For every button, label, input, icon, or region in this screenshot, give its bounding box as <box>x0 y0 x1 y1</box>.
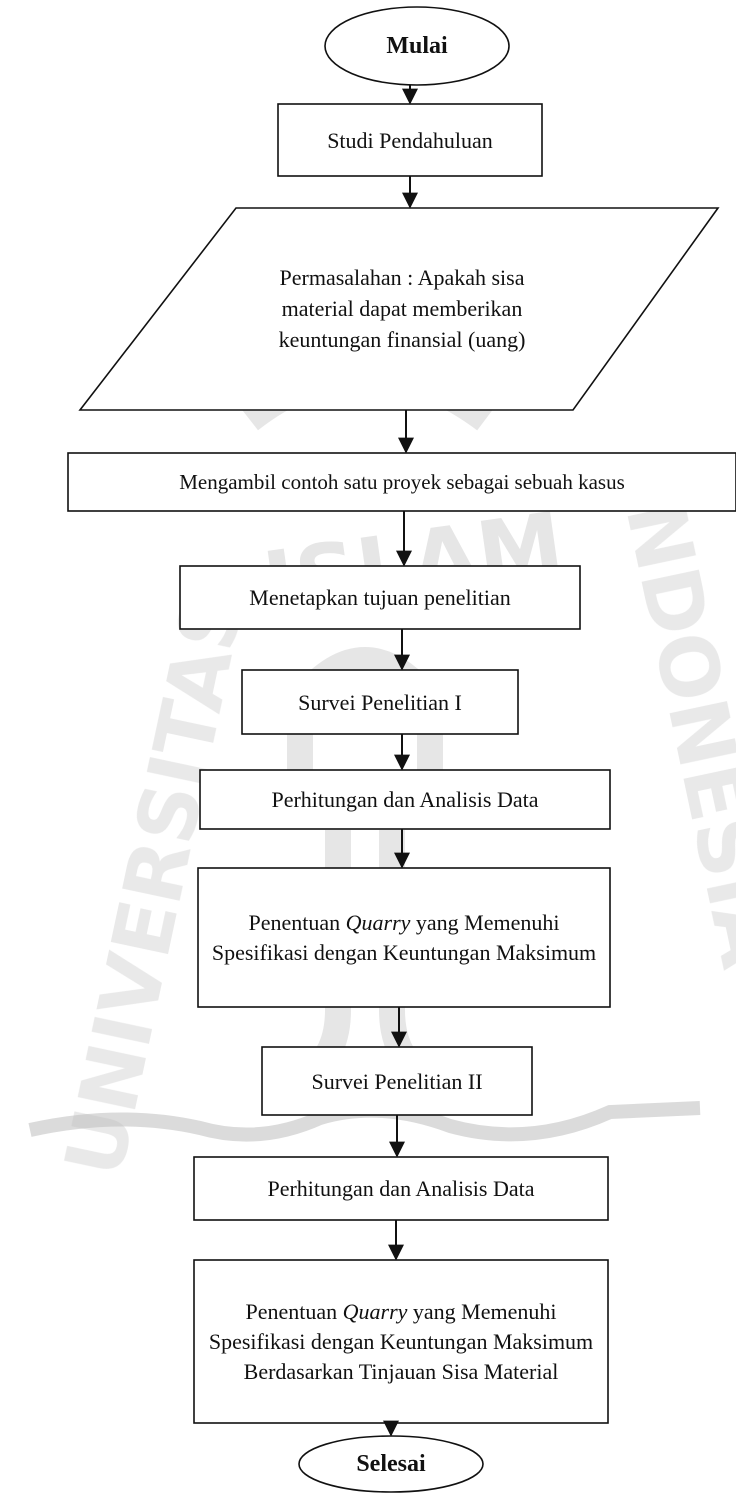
contoh-label: Mengambil contoh satu proyek sebagai seb… <box>179 469 625 494</box>
start-label: Mulai <box>386 32 448 59</box>
quarry1-emphasis: Quarry <box>345 909 411 935</box>
contoh-box <box>67 452 736 512</box>
start-terminator-shape <box>324 6 510 86</box>
permasalahan-parallelogram <box>78 207 720 411</box>
studi-label: Studi Pendahuluan <box>327 127 493 153</box>
tujuan-label: Menetapkan tujuan penelitian <box>249 585 511 610</box>
analisis1-label: Perhitungan dan Analisis Data <box>271 787 539 812</box>
studi-box <box>277 103 543 177</box>
permasalahan-label: Permasalahan : Apakah sisa material dapa… <box>278 264 526 352</box>
survei2-label: Survei Penelitian II <box>311 1068 483 1094</box>
survei1-label: Survei Penelitian I <box>298 689 462 715</box>
quarry1-prefix: Penentuan <box>248 909 346 935</box>
analisis1-box <box>199 769 611 830</box>
survei2-box <box>261 1046 533 1116</box>
quarry2-box <box>193 1259 609 1424</box>
quarry1-suffix: yang Memenuhi Spesifikasi dengan Keuntun… <box>211 909 597 965</box>
end-label: Selesai <box>356 1450 426 1477</box>
quarry1-label: Penentuan Quarry yang Memenuhi Spesifika… <box>204 868 604 1007</box>
quarry2-emphasis: Quarry <box>342 1298 408 1324</box>
analisis2-label: Perhitungan dan Analisis Data <box>267 1176 535 1201</box>
survei1-box <box>241 669 519 735</box>
quarry2-suffix: yang Memenuhi Spesifikasi dengan Keuntun… <box>208 1298 594 1384</box>
tujuan-box <box>179 565 581 630</box>
analisis2-box <box>193 1156 609 1221</box>
quarry2-label: Penentuan Quarry yang Memenuhi Spesifika… <box>202 1260 600 1423</box>
quarry2-prefix: Penentuan <box>245 1298 343 1324</box>
